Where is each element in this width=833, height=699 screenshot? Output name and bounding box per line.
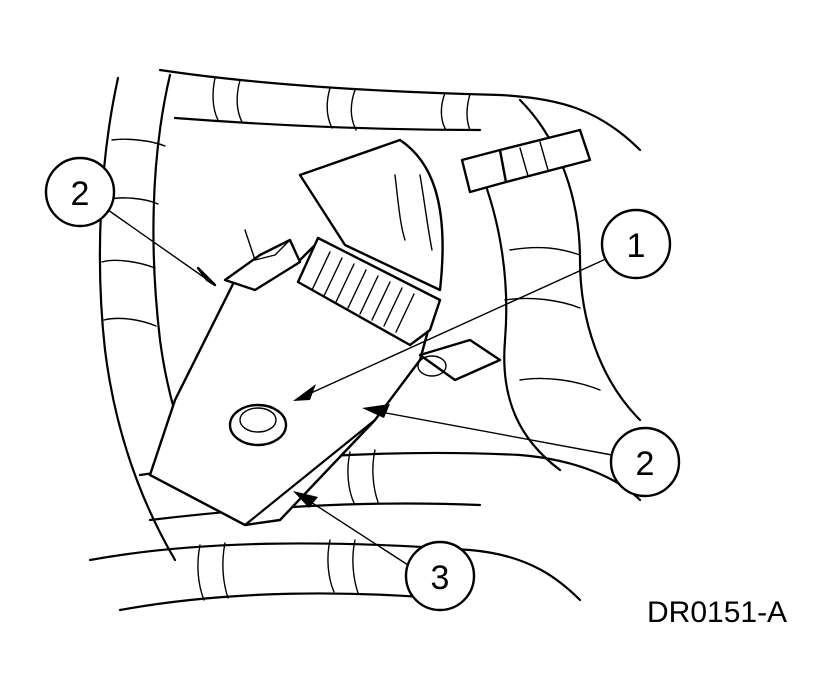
callout-number: 2 xyxy=(71,175,90,213)
connector-cable xyxy=(298,138,444,292)
leader-1 xyxy=(299,257,609,399)
figure-id: DR0151-A xyxy=(647,596,787,629)
callout-number: 3 xyxy=(431,559,450,597)
connector-ribs xyxy=(311,251,415,333)
leader-lines xyxy=(107,209,613,566)
callout-3: 3 xyxy=(404,540,476,612)
leader-3 xyxy=(299,494,409,566)
module-body xyxy=(148,229,502,527)
tie-strap xyxy=(460,128,592,194)
callout-2-upper: 2 xyxy=(44,156,116,228)
fastener-nut xyxy=(228,403,288,447)
callout-2-lower: 2 xyxy=(609,426,681,498)
callout-number: 1 xyxy=(627,227,646,265)
callout-1: 1 xyxy=(600,208,672,280)
leader-2-upper xyxy=(107,209,216,286)
leader-2-lower xyxy=(369,409,613,456)
callout-number: 2 xyxy=(636,445,655,483)
